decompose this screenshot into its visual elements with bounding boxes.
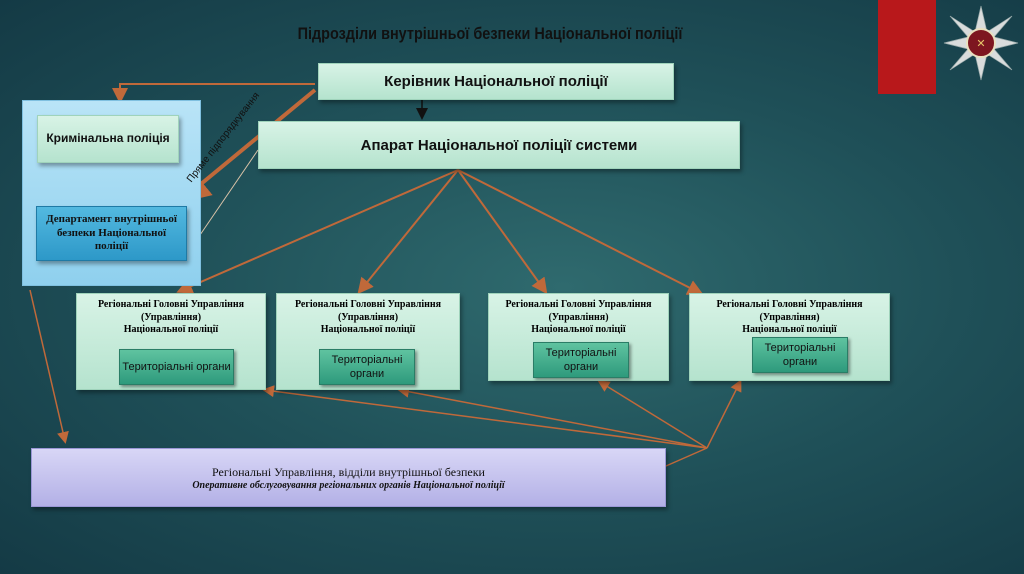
regional-box-1: Регіональні Головні Управління(Управлінн… <box>76 293 266 390</box>
svg-text:✕: ✕ <box>976 38 985 50</box>
regional-title: Регіональні Головні Управління <box>97 299 245 310</box>
regional-subtitle: (Управління) <box>759 311 820 323</box>
regional-box-2: Регіональні Головні Управління(Управлінн… <box>276 293 460 390</box>
bottom-box-subtitle: Оперативне обслуговування регіональних о… <box>192 480 505 491</box>
internal-security-department-box: Департамент внутрішньої безпеки Націонал… <box>36 206 187 261</box>
internal-security-group: Кримінальна поліція Департамент внутрішн… <box>22 100 201 286</box>
regional-title: Регіональні Головні Управління <box>716 299 863 310</box>
regional-subtitle: Національної поліції <box>123 324 219 335</box>
red-ribbon <box>878 0 936 94</box>
regional-subtitle: Національної поліції <box>742 324 837 335</box>
regional-title: Регіональні Головні Управління <box>294 299 442 310</box>
regional-title: Регіональні Головні Управління <box>505 299 652 310</box>
criminal-police-box: Кримінальна поліція <box>37 115 179 163</box>
regional-subtitle: Національної поліції <box>531 324 626 335</box>
territorial-bodies-box: Територіальні органи <box>119 349 234 385</box>
apparatus-box: Апарат Національної поліції системи <box>258 121 740 169</box>
territorial-bodies-box: Територіальні органи <box>533 342 629 378</box>
page-title: Підрозділи внутрішньої безпеки Національ… <box>297 24 683 43</box>
bottom-box-title: Регіональні Управління, відділи внутрішн… <box>212 465 485 479</box>
territorial-bodies-box: Територіальні органи <box>752 337 848 373</box>
regional-security-units-box: Регіональні Управління, відділи внутрішн… <box>31 448 666 507</box>
regional-subtitle: (Управління) <box>140 311 202 323</box>
territorial-bodies-box: Територіальні органи <box>319 349 415 385</box>
regional-subtitle: (Управління) <box>337 311 399 323</box>
police-star-emblem-icon: ✕ <box>942 4 1020 82</box>
regional-box-4: Регіональні Головні Управління(Управлінн… <box>689 293 890 381</box>
regional-subtitle: Національної поліції <box>320 324 416 335</box>
regional-box-3: Регіональні Головні Управління(Управлінн… <box>488 293 669 381</box>
head-box: Керівник Національної поліції <box>318 63 674 100</box>
regional-subtitle: (Управління) <box>548 311 609 323</box>
